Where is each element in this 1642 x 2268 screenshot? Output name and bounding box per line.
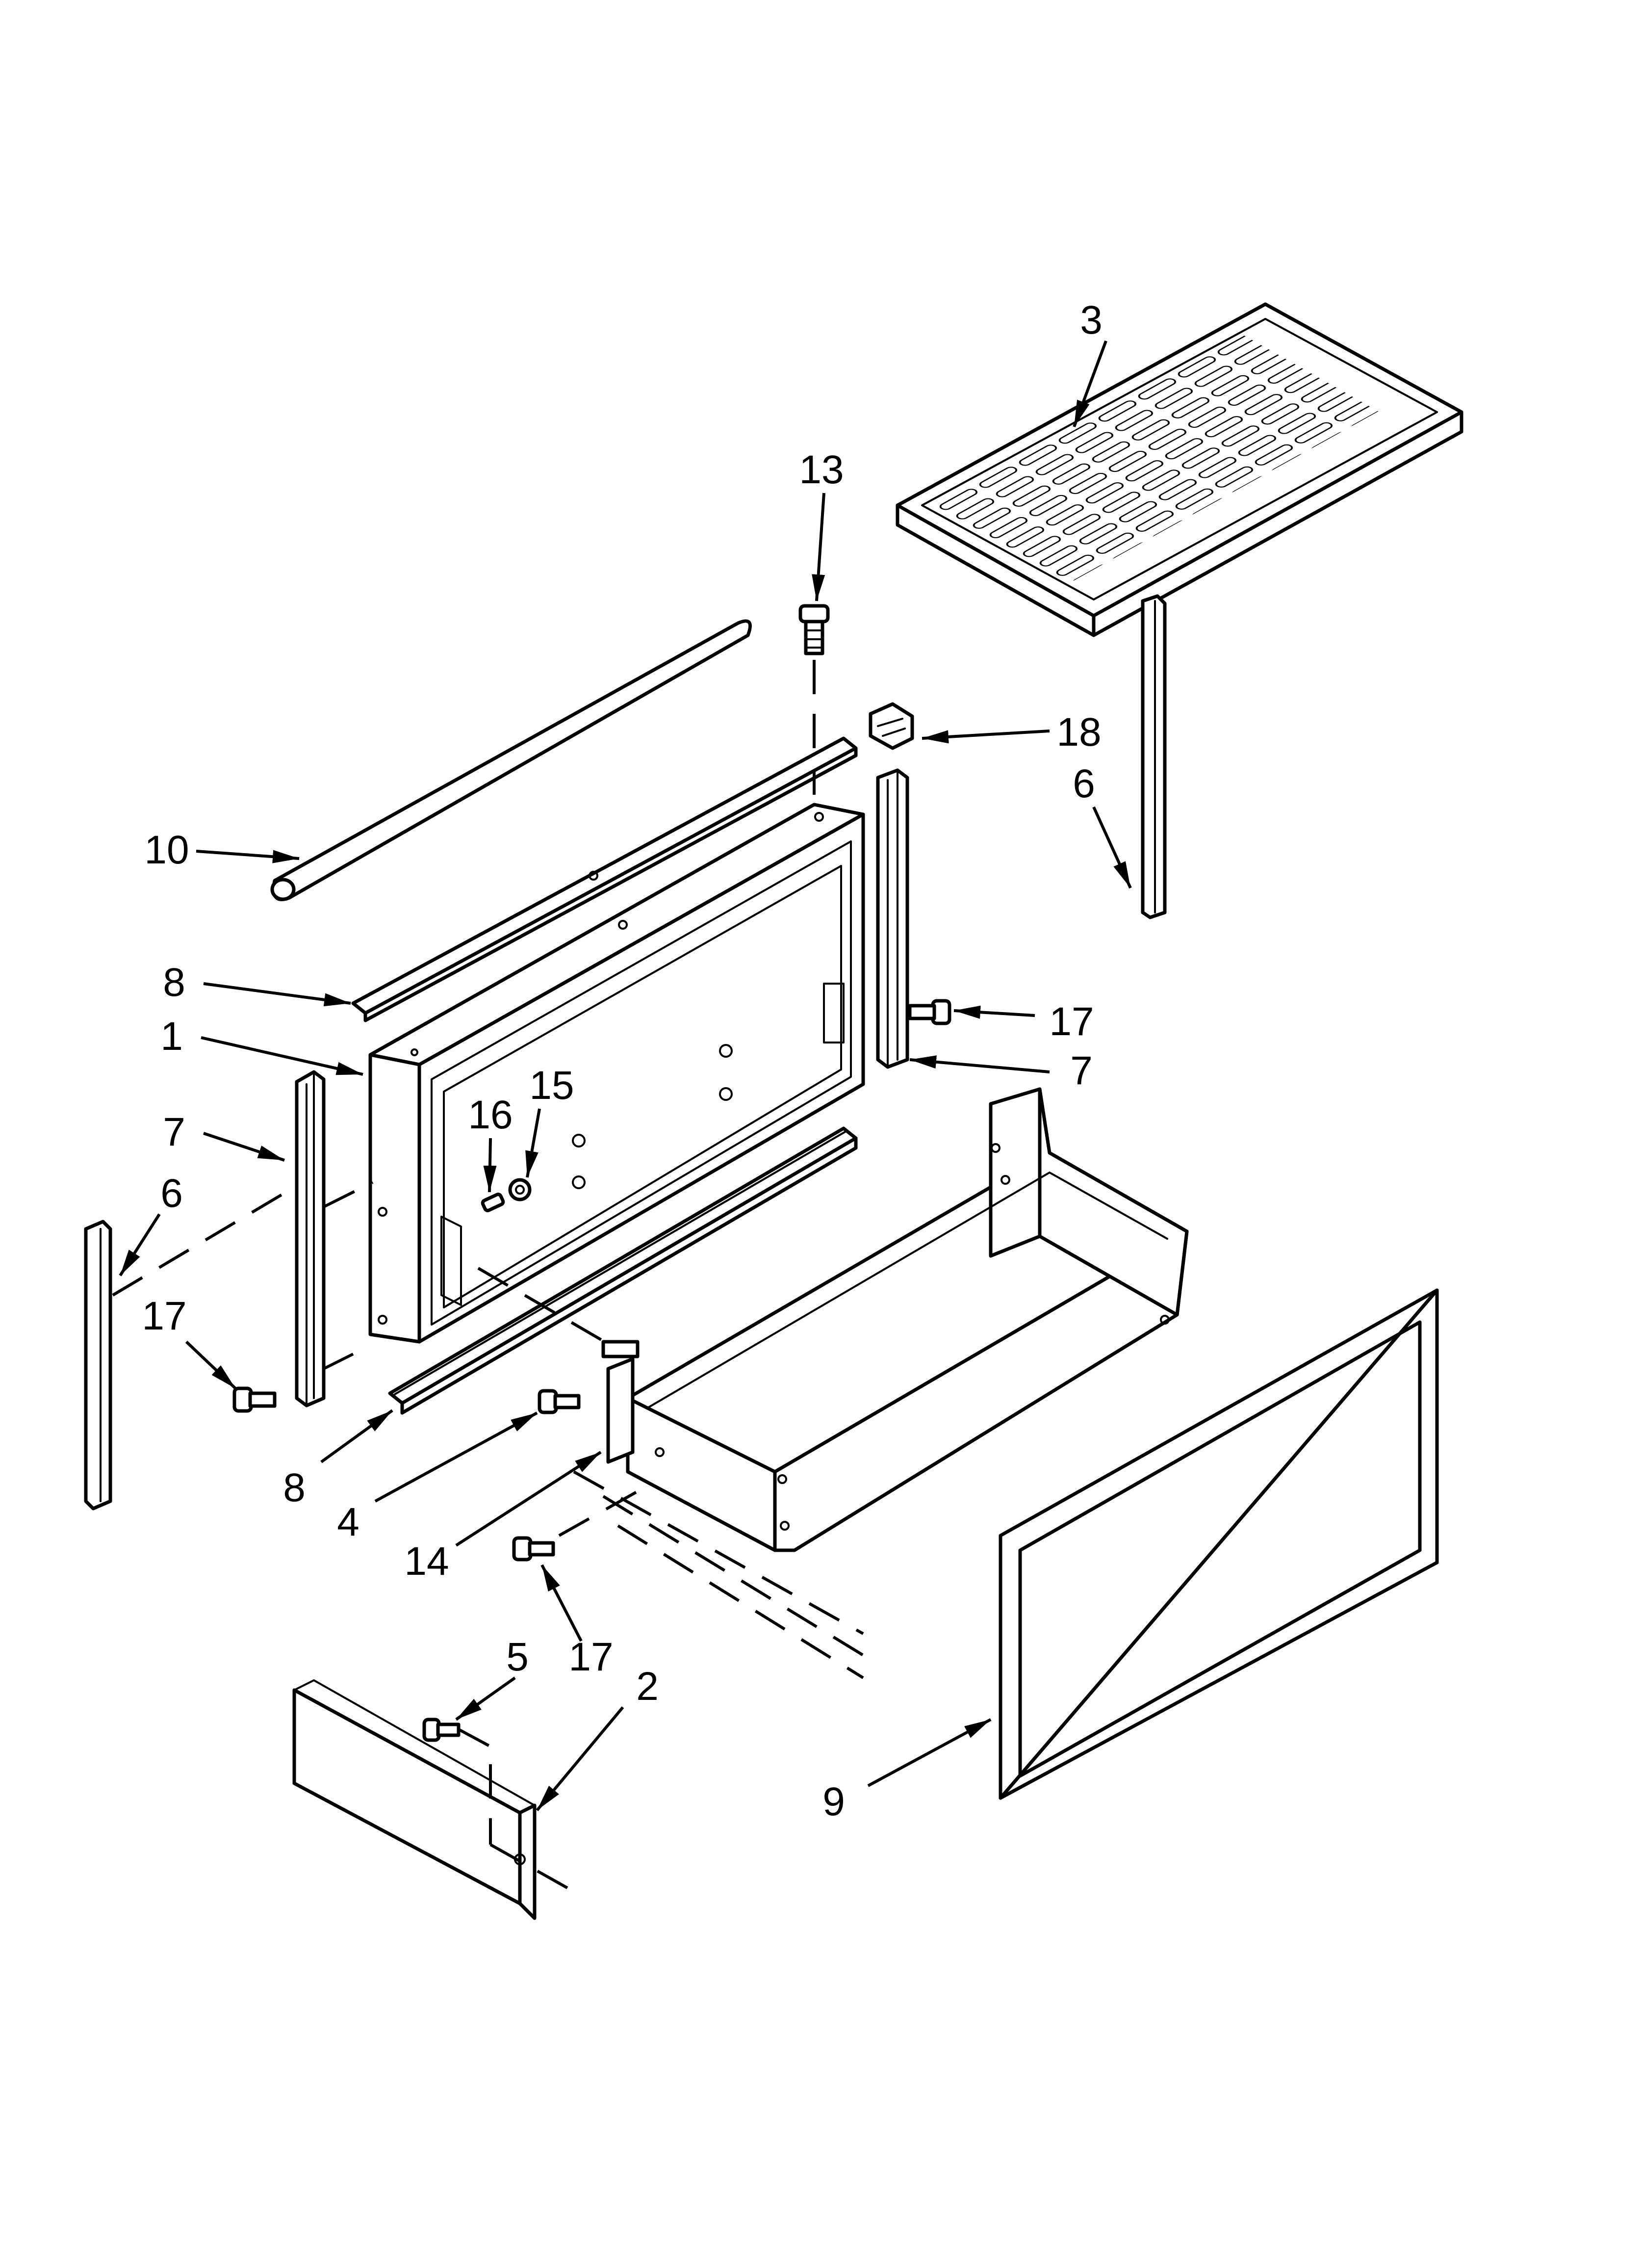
callout-7-left: 7 xyxy=(163,1110,185,1154)
part-5-screw[interactable] xyxy=(422,1718,461,1742)
callout-17-left: 17 xyxy=(142,1294,186,1338)
callout-16: 16 xyxy=(468,1093,513,1137)
callout-13: 13 xyxy=(799,447,844,492)
part-13-screw[interactable] xyxy=(798,604,830,655)
part-1-door-frame[interactable] xyxy=(368,803,865,1344)
part-9-gasket[interactable] xyxy=(999,1288,1439,1800)
part-7-left-channel[interactable] xyxy=(295,1070,326,1408)
callout-14: 14 xyxy=(404,1539,449,1584)
part-3-shelf[interactable] xyxy=(896,302,1463,637)
leader-lines xyxy=(119,340,1132,1811)
part-16-pin[interactable] xyxy=(481,1193,505,1212)
callout-7-right: 7 xyxy=(1070,1048,1093,1093)
callout-15: 15 xyxy=(529,1063,574,1108)
callout-2: 2 xyxy=(636,1664,659,1709)
callout-9: 9 xyxy=(822,1779,845,1824)
part-15-nut[interactable] xyxy=(508,1178,532,1201)
part-17-lower-screw[interactable] xyxy=(512,1536,555,1562)
callout-3: 3 xyxy=(1080,298,1103,342)
part-6-right-trim[interactable] xyxy=(1141,594,1167,919)
callout-17-right: 17 xyxy=(1049,999,1094,1044)
part-4-screw[interactable] xyxy=(538,1389,581,1414)
part-8-top-strip[interactable] xyxy=(351,736,858,1022)
part-8-bottom-strip[interactable] xyxy=(388,1126,858,1415)
callout-18: 18 xyxy=(1056,710,1101,755)
callout-1: 1 xyxy=(160,1014,183,1059)
callout-6-left: 6 xyxy=(160,1171,183,1216)
callout-10: 10 xyxy=(144,828,189,872)
callout-labels: 3 13 18 6 10 8 1 17 7 15 16 7 6 17 8 4 1… xyxy=(142,298,1102,1824)
part-17-right-screw[interactable] xyxy=(908,999,951,1025)
part-17-left-screw[interactable] xyxy=(232,1386,277,1413)
part-2-front-panel[interactable] xyxy=(292,1679,537,1920)
part-10-tube[interactable] xyxy=(270,619,752,901)
part-6-left-trim[interactable] xyxy=(84,1220,112,1511)
callout-4: 4 xyxy=(337,1500,359,1544)
part-18-clip[interactable] xyxy=(869,702,914,750)
part-7-right-channel[interactable] xyxy=(876,768,909,1069)
callout-17-lower: 17 xyxy=(568,1635,613,1679)
callout-8-top: 8 xyxy=(163,960,185,1005)
callout-5: 5 xyxy=(506,1635,529,1679)
callout-6-right: 6 xyxy=(1073,761,1095,806)
callout-8-bottom: 8 xyxy=(283,1465,306,1510)
drawer-basket[interactable] xyxy=(601,1087,1189,1552)
